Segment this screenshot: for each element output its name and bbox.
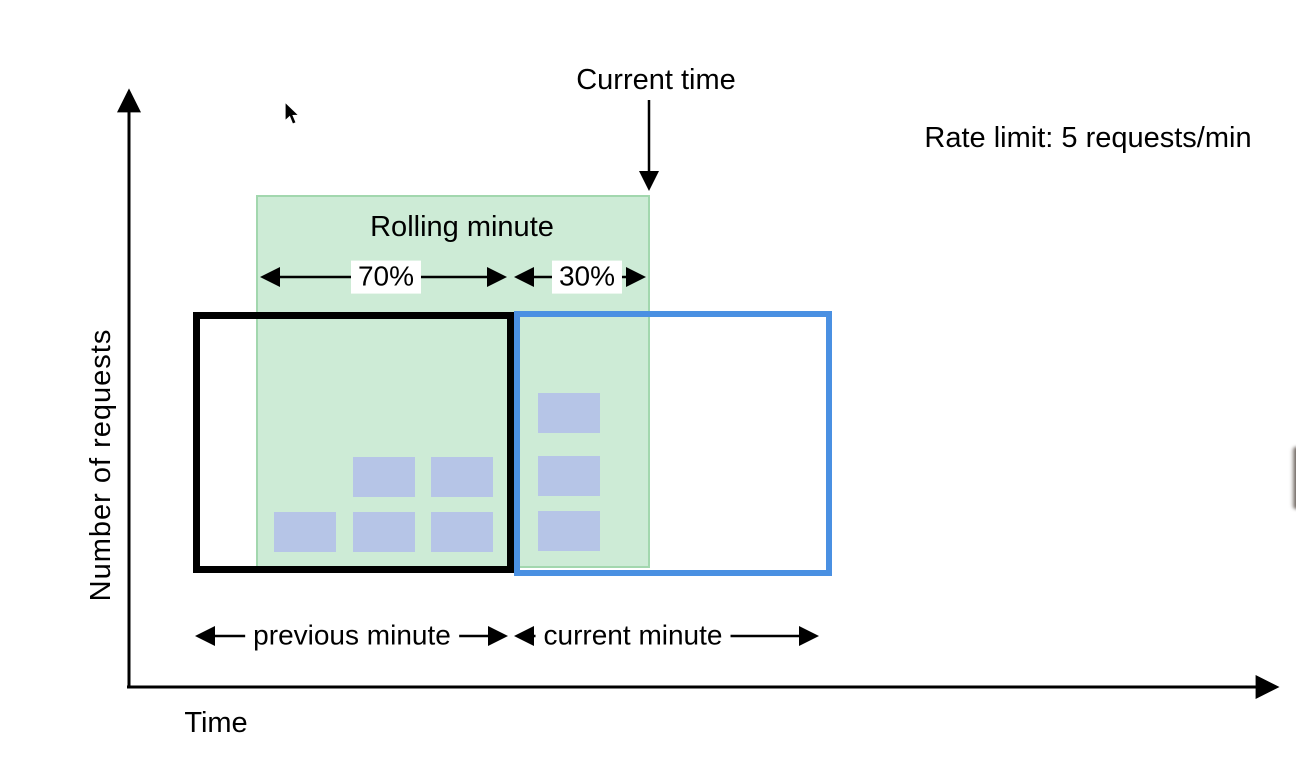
request-square-current <box>538 456 600 496</box>
request-square-previous <box>353 457 415 497</box>
rolling-minute-label: Rolling minute <box>370 211 554 244</box>
request-square-current <box>538 393 600 433</box>
request-square-previous <box>431 512 493 552</box>
weight-30-label: 30% <box>551 260 623 294</box>
request-square-current <box>538 511 600 551</box>
weight-70-label: 70% <box>350 260 422 294</box>
previous-minute-label: previous minute <box>245 619 459 653</box>
current-time-label: Current time <box>576 64 736 97</box>
screen-edge-artifact <box>1291 447 1296 509</box>
mouse-cursor-icon <box>284 100 301 125</box>
request-square-previous <box>431 457 493 497</box>
rolling-minute-region <box>256 195 650 568</box>
current-minute-box <box>514 311 832 576</box>
rate-limit-label: Rate limit: 5 requests/min <box>924 122 1252 155</box>
request-square-previous <box>353 512 415 552</box>
y-axis-label: Number of requests <box>85 328 118 602</box>
current-minute-label: current minute <box>535 619 731 653</box>
x-axis-label: Time <box>184 707 248 740</box>
request-square-previous <box>274 512 336 552</box>
previous-minute-box <box>193 312 514 573</box>
